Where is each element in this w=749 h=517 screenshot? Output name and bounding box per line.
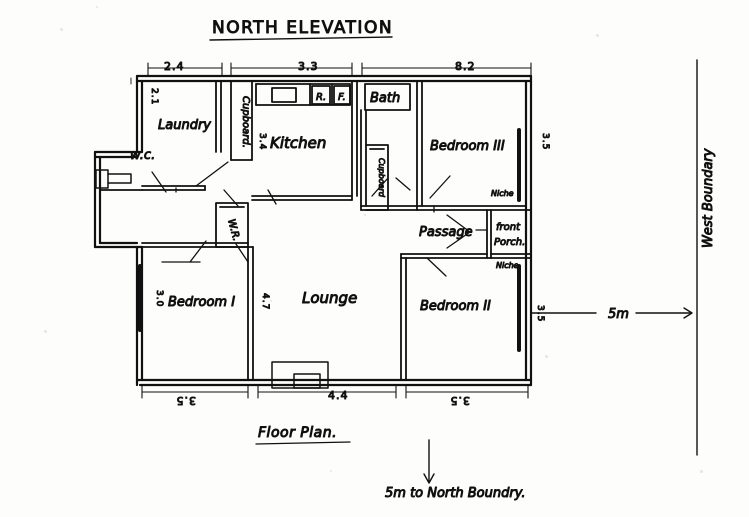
dimension-vertical-kitchen: 3.4	[257, 133, 267, 150]
subtitle-underline	[255, 441, 351, 445]
room-label-niche-bottom: Niche	[496, 261, 519, 270]
room-label-laundry: Laundry	[158, 118, 211, 133]
west-boundary-label: West Boundary	[701, 148, 716, 248]
interior-walls	[99, 80, 532, 381]
room-label-kitchen: Kitchen	[270, 134, 326, 152]
north-boundary-note: 5m to North Boundry.	[385, 486, 526, 501]
room-label-bedroom-1: Bedroom I	[168, 295, 235, 310]
paper-speckle	[330, 470, 332, 472]
boundary-lines	[423, 59, 698, 484]
dimension-top-kitchen: 3.3	[298, 60, 319, 73]
paper-speckle	[44, 330, 47, 333]
room-label-bath: Bath	[370, 91, 400, 106]
drawing-subtitle: Floor Plan.	[258, 425, 337, 441]
paper-speckle	[545, 355, 548, 358]
dimension-top-laundry: 2.4	[164, 60, 185, 73]
title-underline	[209, 36, 393, 41]
dimension-vertical-bedroom-2: 3.5	[535, 305, 545, 322]
dimension-vertical-lounge: 4.7	[260, 293, 270, 310]
paper-speckle	[364, 214, 366, 216]
dimension-bottom-lounge: 4.4	[328, 389, 349, 402]
dimension-vertical-bedroom-1: 3.0	[154, 290, 164, 307]
room-label-bedroom-3: Bedroom III	[430, 139, 505, 154]
paper-speckle	[270, 300, 272, 302]
room-label-bedroom-2: Bedroom II	[420, 299, 491, 314]
room-label-wc: w.c.	[130, 148, 155, 163]
room-label-cupboard-1: Cupboard.	[240, 96, 251, 148]
room-label-wardrobe: W.R.	[225, 218, 241, 242]
room-label-fridge: F.	[338, 92, 346, 103]
drawing-title: NORTH ELEVATION	[212, 18, 393, 38]
room-label-front-porch-line1: front	[496, 222, 521, 233]
dimension-bottom-bedroom-1: 3.5	[176, 394, 197, 407]
dimension-lines	[130, 62, 532, 399]
fixtures	[95, 169, 329, 389]
dimension-vertical-bedroom-3: 3.5	[540, 133, 550, 150]
room-label-lounge: Lounge	[302, 289, 357, 307]
room-label-cupboard-2: Cupboard	[377, 158, 386, 198]
paper-speckle	[60, 28, 63, 31]
dimension-top-right: 8.2	[455, 60, 476, 73]
paper-speckle	[596, 34, 599, 37]
door-swings	[151, 161, 488, 277]
room-label-passage: Passage	[419, 225, 473, 240]
paper-speckle	[700, 470, 703, 473]
west-offset-label: 5m	[608, 307, 629, 322]
room-label-range: R.	[316, 92, 326, 103]
paper-speckle	[96, 6, 98, 8]
dimension-vertical-laundry: 2.1	[149, 88, 159, 105]
room-label-niche-top: Niche	[491, 189, 514, 198]
room-label-front-porch-line2: Porch.	[494, 237, 525, 248]
dimension-bottom-bedroom-2: 3.5	[450, 394, 471, 407]
